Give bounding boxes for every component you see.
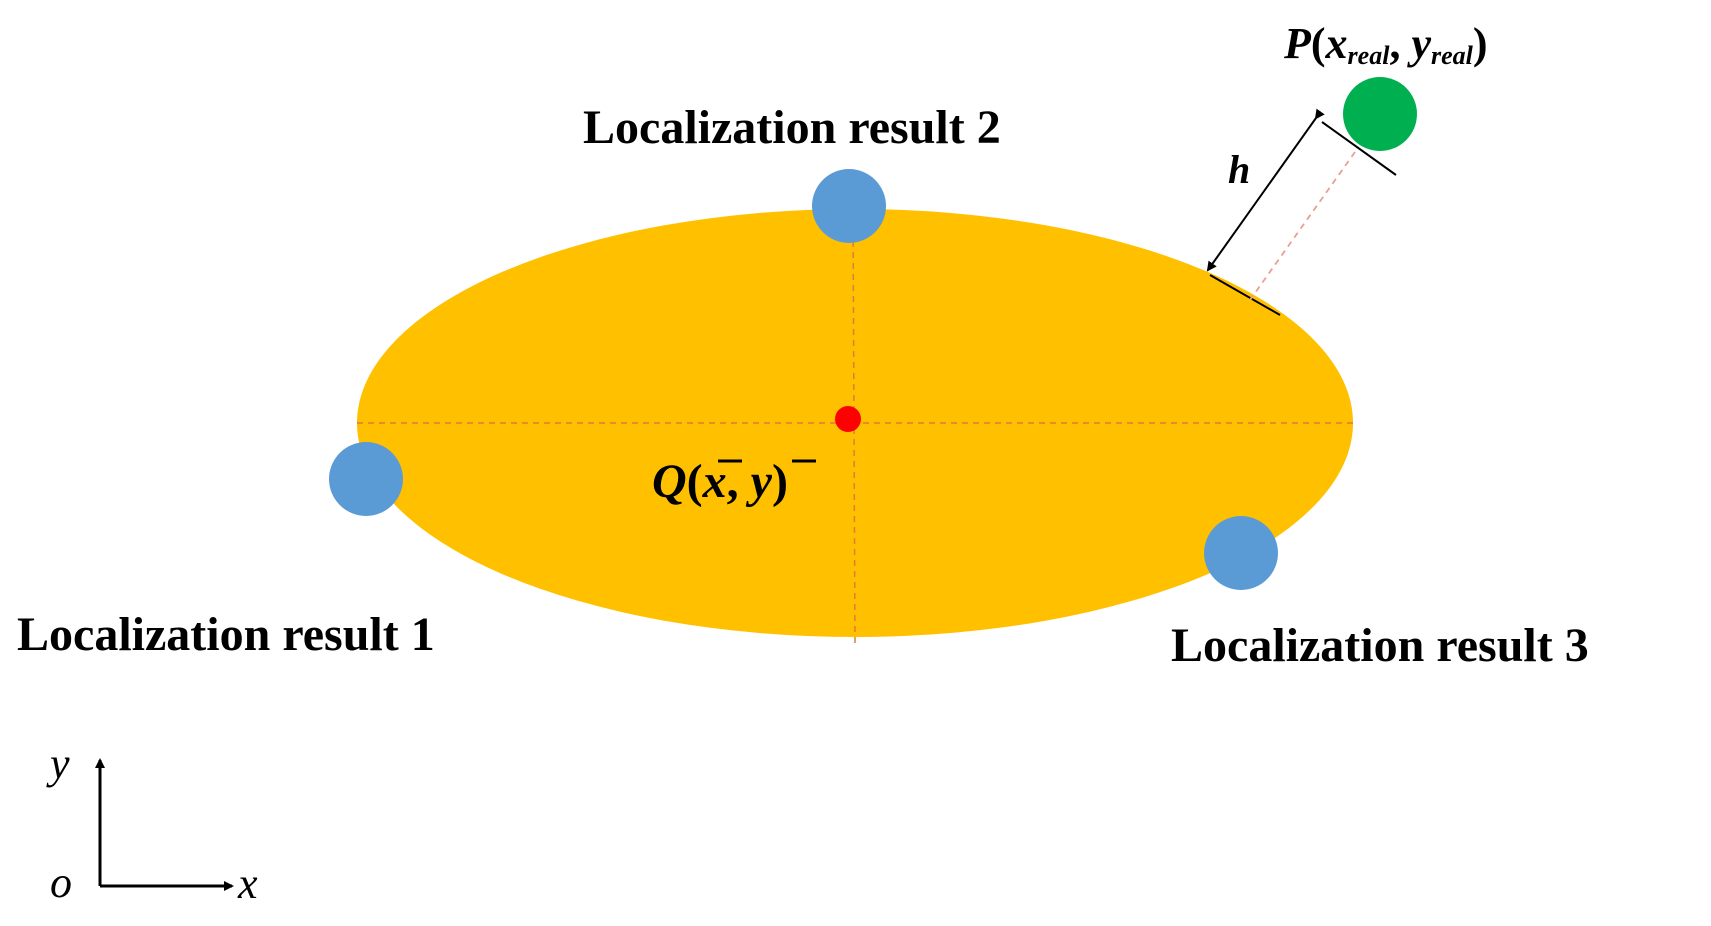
label-result-3: Localization result 3	[1171, 619, 1589, 672]
label-point-p: P(xreal, yreal)	[1283, 19, 1488, 70]
tangent-line-ellipse	[1209, 274, 1281, 316]
label-point-q: Q(x, y)	[652, 455, 788, 508]
label-result-2: Localization result 2	[583, 101, 1001, 154]
h-distance-arrow	[1206, 108, 1325, 272]
perpendicular-dashed-line	[1249, 151, 1356, 301]
label-result-1: Localization result 1	[17, 608, 435, 661]
real-position-point	[1343, 77, 1417, 151]
coord-x-label: x	[237, 859, 258, 908]
center-point-q	[835, 406, 861, 432]
coord-origin-label: o	[50, 858, 72, 907]
label-h: h	[1228, 147, 1250, 192]
coord-y-label: y	[46, 739, 70, 788]
tangent-line-point	[1321, 121, 1397, 176]
localization-result-2-point	[812, 169, 886, 243]
ellipse-minor-axis	[852, 207, 856, 646]
localization-result-3-point	[1204, 516, 1278, 590]
localization-result-1-point	[329, 442, 403, 516]
